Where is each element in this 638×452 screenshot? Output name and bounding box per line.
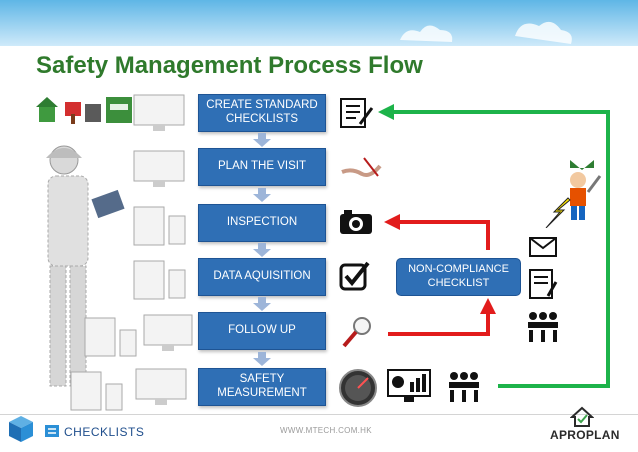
footer-divider	[0, 414, 638, 415]
checkbox-icon	[339, 261, 370, 291]
monitor-icon	[133, 94, 185, 131]
step-data-aquisition: DATA AQUISITION	[198, 258, 326, 296]
flow-arrow-down	[253, 243, 271, 257]
magnifier-icon	[342, 317, 371, 348]
footer-checklists-label: CHECKLISTS	[64, 425, 145, 439]
cloud-decoration	[400, 21, 572, 44]
checklist-icon	[340, 98, 374, 128]
flow-arrow-down	[253, 133, 271, 147]
flow-arrow-down	[253, 352, 271, 366]
page-title: Safety Management Process Flow	[36, 52, 423, 79]
step-plan-the-visit: PLAN THE VISIT	[198, 148, 326, 186]
step-inspection: INSPECTION	[198, 204, 326, 242]
header-sky-band	[0, 0, 638, 46]
step-follow-up: FOLLOW UP	[198, 312, 326, 350]
checklist-logo-icon	[45, 425, 59, 437]
analytics-monitor-icon	[387, 369, 431, 402]
team-meeting-icon	[449, 372, 479, 402]
inspector-person-icon	[46, 145, 125, 387]
worker-lightning-icon	[545, 160, 602, 228]
best-practice-book-icon	[106, 97, 132, 123]
house-check-logo-icon	[570, 406, 594, 427]
devices-icon	[84, 314, 193, 357]
monitor-icon	[133, 150, 185, 187]
flow-arrow-down	[253, 188, 271, 202]
report-icon	[529, 269, 558, 299]
envelope-icon	[529, 237, 557, 257]
camera-icon	[340, 210, 372, 234]
flow-arrow-down	[253, 297, 271, 311]
stacked-cubes-logo-icon	[9, 416, 33, 442]
tablet-phone-icon	[133, 206, 186, 246]
devices-icon	[70, 368, 187, 411]
footer-url[interactable]: WWW.MTECH.COM.HK	[280, 426, 372, 435]
footer-brand: APROPLAN	[550, 428, 620, 442]
hand-writing-icon	[341, 157, 382, 177]
tablet-phone-icon	[133, 260, 186, 300]
team-meeting-icon	[528, 312, 558, 342]
gauge-icon	[339, 369, 377, 407]
construction-icons	[36, 97, 101, 124]
